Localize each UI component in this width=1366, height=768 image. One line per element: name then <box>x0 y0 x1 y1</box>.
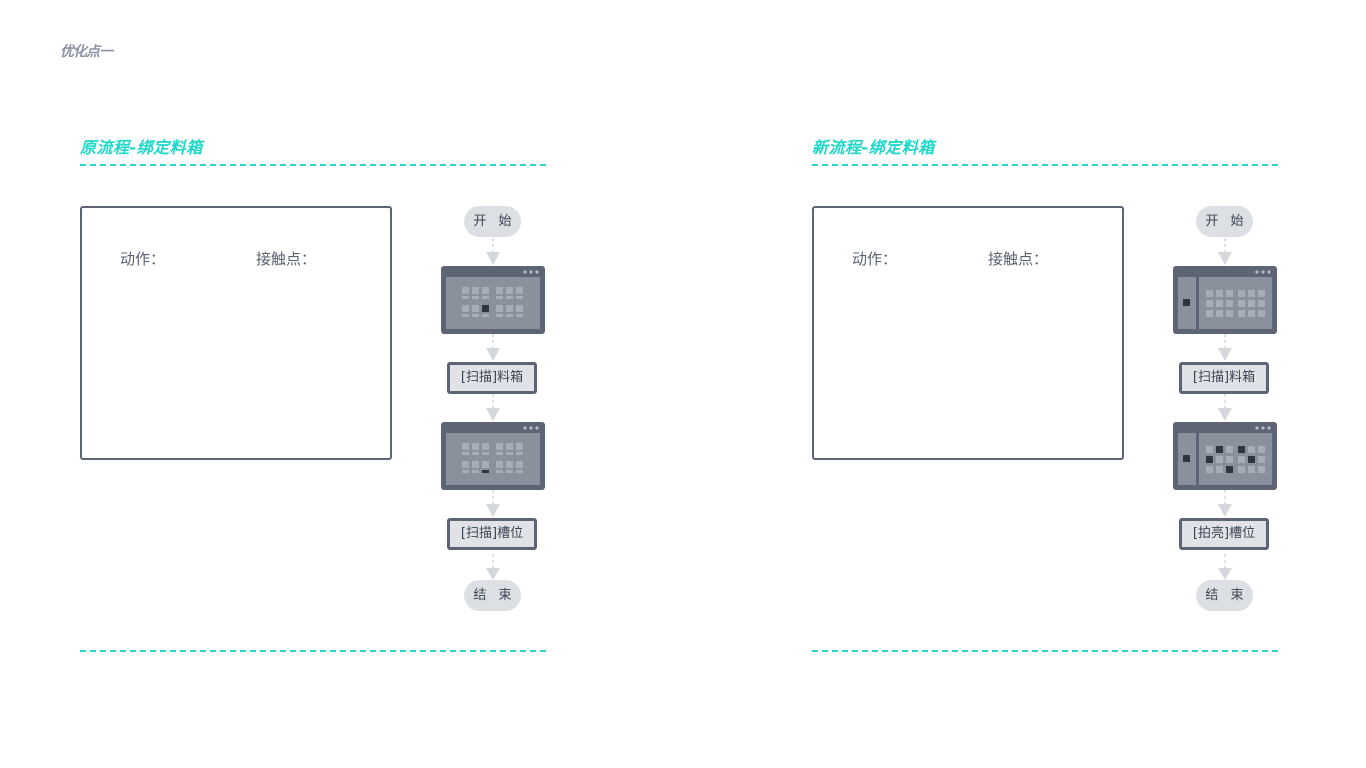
flow-step-scan-bin: [扫描]料箱 <box>447 362 537 394</box>
arrow-down-icon <box>486 348 500 361</box>
divider-top <box>812 164 1278 166</box>
arrow-down-icon <box>486 408 500 421</box>
flow-step-scan-bin: [扫描]料箱 <box>1179 362 1269 394</box>
arrow-down-icon <box>486 252 500 265</box>
touchpoint-label: 接触点： <box>988 250 1049 268</box>
action-label: 动作： <box>852 250 898 268</box>
flowchart-connectors <box>441 238 545 580</box>
touchpoint-label: 接触点： <box>256 250 317 268</box>
arrow-down-icon <box>486 504 500 517</box>
flow-end-node: 结 束 <box>464 580 521 611</box>
screen-side-shelf-lit-icon <box>1173 422 1277 490</box>
flowchart-connectors <box>1173 238 1277 580</box>
arrow-down-icon <box>1218 408 1232 421</box>
arrow-down-icon <box>1218 348 1232 361</box>
flow-step-scan-slot: [扫描]槽位 <box>447 518 537 550</box>
panel-title: 新流程-绑定料箱 <box>812 138 935 157</box>
panel-title: 原流程-绑定料箱 <box>80 138 203 157</box>
action-label: 动作： <box>120 250 166 268</box>
panel-new-flow: 新流程-绑定料箱 动作： 接触点： <box>812 0 1278 768</box>
arrow-down-icon <box>1218 568 1232 580</box>
divider-bottom <box>80 650 546 652</box>
flow-end-node: 结 束 <box>1196 580 1253 611</box>
flow-start-node: 开 始 <box>464 206 521 237</box>
divider-top <box>80 164 546 166</box>
page-tag: 优化点一 <box>60 44 113 60</box>
divider-bottom <box>812 650 1278 652</box>
notes-box: 动作： 接触点： <box>812 206 1124 460</box>
arrow-down-icon <box>1218 252 1232 265</box>
flow-step-light-slot: [拍亮]槽位 <box>1179 518 1269 550</box>
notes-box: 动作： 接触点： <box>80 206 392 460</box>
screen-shelf-slot-icon <box>441 422 545 490</box>
flow-start-node: 开 始 <box>1196 206 1253 237</box>
arrow-down-icon <box>486 568 500 580</box>
panel-original-flow: 原流程-绑定料箱 动作： 接触点： <box>80 0 546 768</box>
arrow-down-icon <box>1218 504 1232 517</box>
screen-shelf-icon <box>441 266 545 334</box>
screen-side-shelf-icon <box>1173 266 1277 334</box>
